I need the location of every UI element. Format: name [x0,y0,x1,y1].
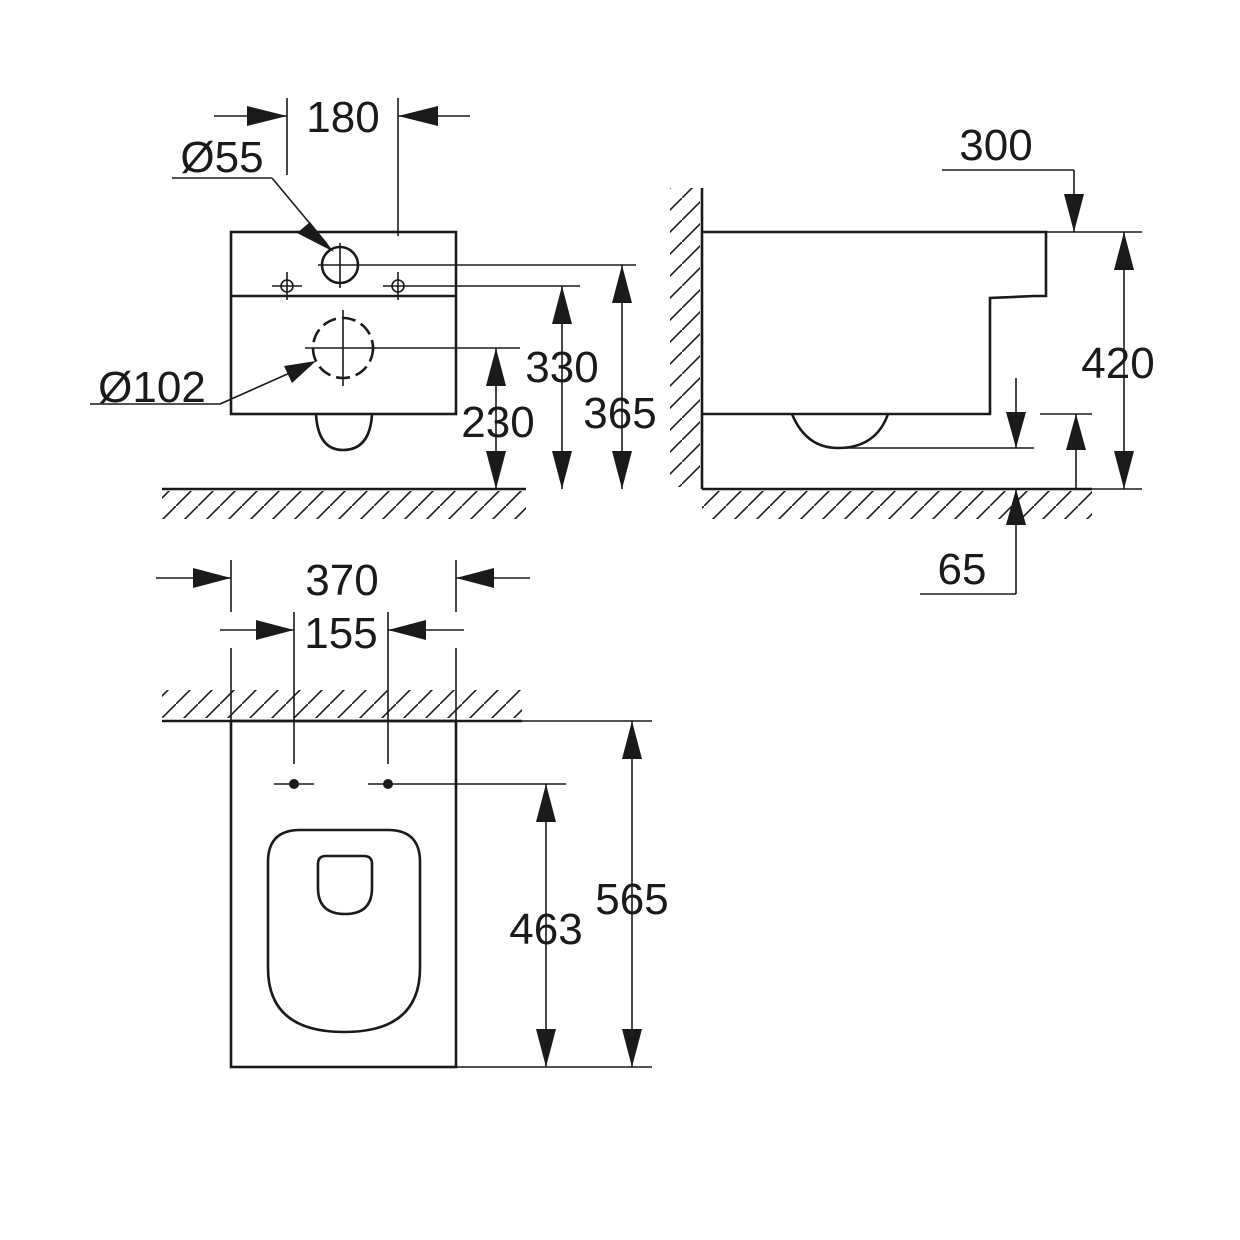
dim-230-label: 230 [461,398,534,447]
front-floor-hatch [162,491,526,519]
dim-365-label: 365 [583,389,656,438]
fixing-hole-left [272,272,302,300]
dim-370-label: 370 [305,556,378,605]
fixing-hole-right [383,272,413,300]
dim-565-label: 565 [595,875,668,924]
dim-330-label: 330 [525,343,598,392]
side-wall-hatch [670,188,700,487]
dim-155-label: 155 [304,609,377,658]
dim-420-label: 420 [1081,339,1154,388]
side-view: 300 420 65 [670,121,1155,595]
top-view: 370 155 463 565 [156,556,669,1069]
front-view: 180 Ø55 Ø102 230 330 365 [90,93,657,519]
top-bowl-outline [229,719,458,1069]
dim-300-label: 300 [959,121,1032,170]
dim-dia-55-label: Ø55 [180,133,263,182]
dim-65-label: 65 [938,545,987,594]
side-bowl-profile [702,230,1048,416]
top-seat-outline [266,828,422,1034]
dim-463-label: 463 [509,905,582,954]
dim-dia-102-label: Ø102 [98,363,206,412]
front-outlet-spigot [314,413,374,452]
side-outlet-spigot [790,413,890,450]
front-bowl-body [229,230,458,416]
dim-180-label: 180 [306,93,379,142]
side-floor-hatch [702,491,1092,519]
top-wall-hatch [162,690,522,718]
top-lid-hinge [316,854,374,916]
